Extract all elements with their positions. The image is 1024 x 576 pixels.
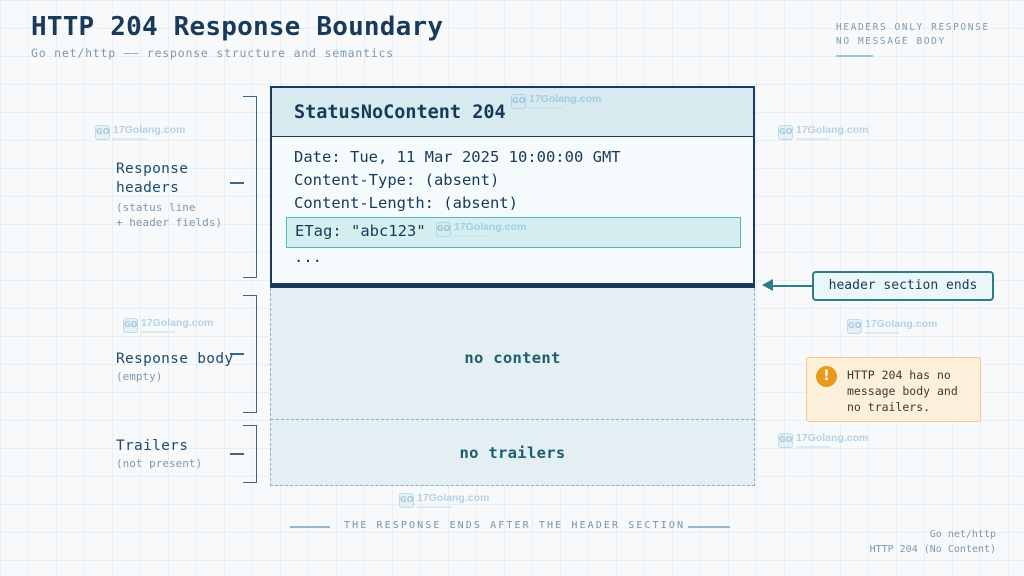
watermark-logo-icon: GO	[95, 125, 110, 140]
body-trailers-divider	[271, 419, 754, 420]
watermark-logo-icon: GO	[847, 319, 862, 334]
trailers-empty-text: no trailers	[459, 444, 566, 462]
body-empty-text: no content	[464, 349, 561, 367]
headers-note-line1: (status line	[116, 201, 196, 214]
arrow-shaft	[772, 284, 812, 287]
trailers-note: (not present)	[116, 457, 203, 470]
headers-brace	[243, 96, 257, 278]
watermark-text: 17Golang.com	[417, 492, 490, 504]
watermark-subline	[865, 332, 899, 334]
trailers-brace	[243, 425, 257, 483]
watermark-subline	[529, 107, 563, 109]
watermark: GO 17Golang.com	[399, 493, 489, 508]
watermark-subline	[141, 331, 175, 333]
corner-tag: HEADERS ONLY RESPONSE NO MESSAGE BODY	[836, 21, 990, 49]
watermark-subline	[417, 506, 451, 508]
trailers-brace-tick	[230, 453, 244, 455]
watermark-logo-icon: GO	[123, 318, 138, 333]
corner-rule	[836, 55, 873, 57]
watermark-subline	[796, 446, 830, 448]
warning-line1: HTTP 204 has no	[847, 368, 951, 382]
watermark-subline	[454, 235, 488, 237]
page-subtitle: Go net/http —— response structure and se…	[31, 46, 395, 60]
footer-rule-left	[290, 526, 330, 528]
watermark-text: 17Golang.com	[529, 93, 602, 105]
headers-brace-tick	[230, 182, 244, 184]
corner-tag-line2: NO MESSAGE BODY	[836, 36, 946, 47]
watermark-text: 17Golang.com	[113, 124, 186, 136]
footer-rule-right	[688, 526, 730, 528]
watermark-logo-icon: GO	[399, 493, 414, 508]
warning-callout: ! HTTP 204 has no message body and no tr…	[806, 357, 981, 422]
watermark-logo-icon: GO	[778, 433, 793, 448]
trailers-section-label: Trailers (not present)	[116, 437, 202, 471]
watermark: GO 17Golang.com	[778, 125, 868, 140]
watermark-logo-icon: GO	[436, 222, 451, 237]
warning-text: HTTP 204 has no message body and no trai…	[847, 367, 958, 415]
warning-line2: message body and	[847, 384, 958, 398]
body-note: (empty)	[116, 370, 163, 383]
watermark-text: 17Golang.com	[796, 432, 869, 444]
footer-right-line1: Go net/http	[929, 529, 996, 540]
headers-section-label: Response headers (status line + header f…	[116, 160, 222, 230]
watermark-logo-icon: GO	[778, 125, 793, 140]
watermark: GO 17Golang.com	[778, 433, 868, 448]
footer-caption: THE RESPONSE ENDS AFTER THE HEADER SECTI…	[344, 520, 686, 531]
header-field-content-type: Content-Type: (absent)	[294, 171, 500, 189]
warning-line3: no trailers.	[847, 400, 931, 414]
page-title: HTTP 204 Response Boundary	[31, 12, 444, 42]
body-trailers-box	[270, 288, 755, 486]
watermark-text: 17Golang.com	[454, 221, 527, 233]
footer-right: Go net/http HTTP 204 (No Content)	[870, 527, 996, 557]
watermark-text: 17Golang.com	[865, 318, 938, 330]
body-label: Response body	[116, 351, 234, 367]
trailers-label: Trailers	[116, 438, 189, 454]
watermark: GO 17Golang.com	[436, 222, 526, 237]
watermark: GO 17Golang.com	[123, 318, 213, 333]
header-field-etag: ETag: "abc123"	[295, 222, 426, 240]
arrow-left-icon	[762, 279, 773, 291]
body-brace	[243, 295, 257, 413]
watermark: GO 17Golang.com	[847, 319, 937, 334]
headers-label-line1: Response	[116, 161, 189, 177]
status-line: StatusNoContent 204	[294, 102, 506, 123]
header-end-callout: header section ends	[812, 271, 994, 301]
warning-icon: !	[816, 366, 837, 387]
header-field-content-length: Content-Length: (absent)	[294, 194, 518, 212]
headers-note-line2: + header fields)	[116, 216, 222, 229]
body-section-label: Response body (empty)	[116, 350, 233, 384]
watermark-subline	[113, 138, 147, 140]
headers-label-line2: headers	[116, 180, 180, 196]
footer-right-line2: HTTP 204 (No Content)	[869, 544, 996, 555]
corner-tag-line1: HEADERS ONLY RESPONSE	[836, 22, 990, 33]
header-field-date: Date: Tue, 11 Mar 2025 10:00:00 GMT	[294, 148, 621, 166]
etag-highlight: ETag: "abc123"	[286, 217, 741, 248]
watermark-logo-icon: GO	[511, 94, 526, 109]
watermark-text: 17Golang.com	[141, 317, 214, 329]
header-field-ellipsis: ...	[294, 248, 322, 266]
watermark: GO 17Golang.com	[511, 94, 601, 109]
header-end-rule	[270, 283, 755, 288]
watermark-text: 17Golang.com	[796, 124, 869, 136]
watermark: GO 17Golang.com	[95, 125, 185, 140]
watermark-subline	[796, 138, 830, 140]
body-brace-tick	[230, 353, 244, 355]
header-section-box: StatusNoContent 204 Date: Tue, 11 Mar 20…	[270, 86, 755, 285]
